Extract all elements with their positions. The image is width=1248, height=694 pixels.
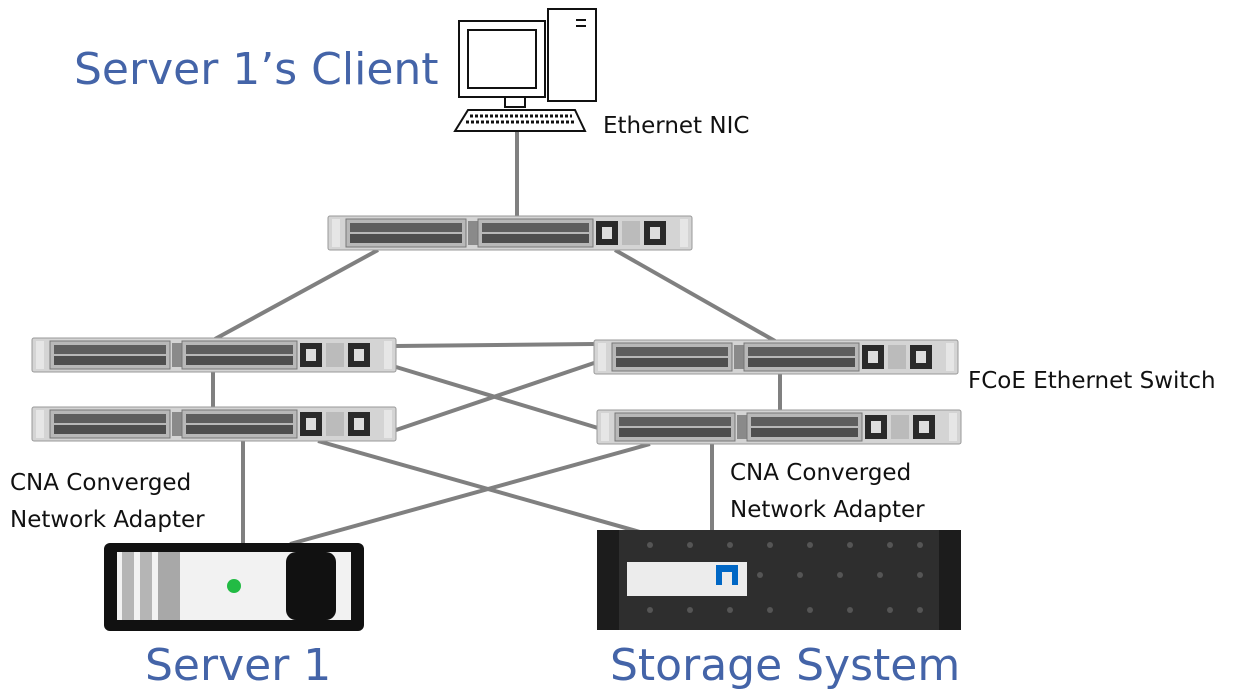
link-left-lower-to-storage xyxy=(317,439,641,534)
link-core-to-right-upper xyxy=(614,248,776,343)
network-links xyxy=(211,130,782,546)
server-icon xyxy=(104,543,364,631)
cna-left-label-line1: CNA Converged xyxy=(10,470,191,496)
fcoe-switch-label: FCoE Ethernet Switch xyxy=(968,368,1216,394)
client-title: Server 1’s Client xyxy=(74,44,439,95)
link-core-to-left-upper xyxy=(214,248,379,341)
left-lower-fcoe-switch xyxy=(31,406,397,442)
right-lower-fcoe-switch xyxy=(596,409,962,445)
storage-title: Storage System xyxy=(610,640,960,691)
cna-left-label-line2: Network Adapter xyxy=(10,507,205,533)
server-status-led xyxy=(227,579,241,593)
client-computer-icon xyxy=(453,8,597,132)
cna-right-label-line1: CNA Converged xyxy=(730,460,911,486)
link-left-upper-to-right-upper xyxy=(395,342,595,348)
server-title: Server 1 xyxy=(145,640,331,691)
left-upper-fcoe-switch xyxy=(31,337,397,373)
link-left-lower-to-right-upper xyxy=(395,361,595,432)
right-upper-fcoe-switch xyxy=(593,339,959,375)
link-right-lower-to-server xyxy=(289,442,651,546)
ethernet-nic-label: Ethernet NIC xyxy=(603,113,749,139)
storage-system-icon xyxy=(597,530,961,630)
core-ethernet-switch xyxy=(327,215,693,251)
cna-right-label-line2: Network Adapter xyxy=(730,497,925,523)
